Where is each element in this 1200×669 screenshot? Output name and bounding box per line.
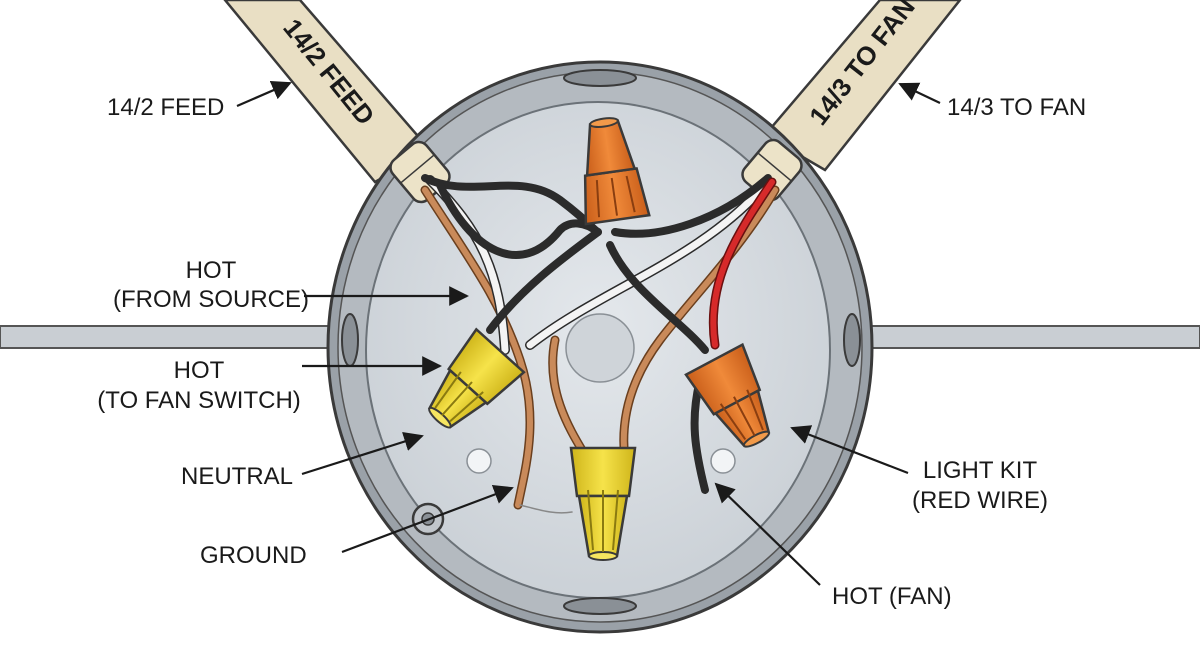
fan-black-wire: [611, 174, 772, 238]
arrow-light-kit: [790, 425, 909, 475]
label-hot-source-2: (FROM SOURCE): [113, 286, 309, 313]
label-ground: GROUND: [200, 542, 307, 569]
label-light-kit-1: LIGHT KIT: [923, 457, 1038, 484]
arrow-hot-fan: [714, 482, 821, 586]
arrow-ground: [341, 485, 514, 554]
wires: [420, 174, 780, 514]
arrow-to-fan: [898, 82, 941, 104]
label-neutral: NEUTRAL: [181, 463, 293, 490]
label-hot-fan: HOT (FAN): [832, 583, 952, 610]
callout-labels: 14/2 FEED 14/3 TO FAN HOT (FROM SOURCE) …: [97, 81, 1086, 610]
wire-nut-orange-right: [684, 342, 771, 448]
fan-cable: 14/3 TO FAN: [763, 0, 962, 172]
wire-nut-yellow-left: [427, 327, 526, 429]
arrow-neutral: [301, 431, 424, 476]
label-to-fan: 14/3 TO FAN: [947, 94, 1086, 121]
hot-fan-switch-wire: [486, 228, 602, 334]
wire-nut-yellow-bottom: [569, 446, 637, 561]
label-light-kit-2: (RED WIRE): [912, 487, 1048, 514]
label-hot-switch-2: (TO FAN SWITCH): [97, 387, 301, 414]
arrow-feed: [236, 81, 292, 108]
label-feed: 14/2 FEED: [107, 94, 224, 121]
label-hot-switch-1: HOT: [174, 357, 225, 384]
wire-nut-orange-top: [583, 117, 651, 226]
label-hot-source-1: HOT: [186, 257, 237, 284]
